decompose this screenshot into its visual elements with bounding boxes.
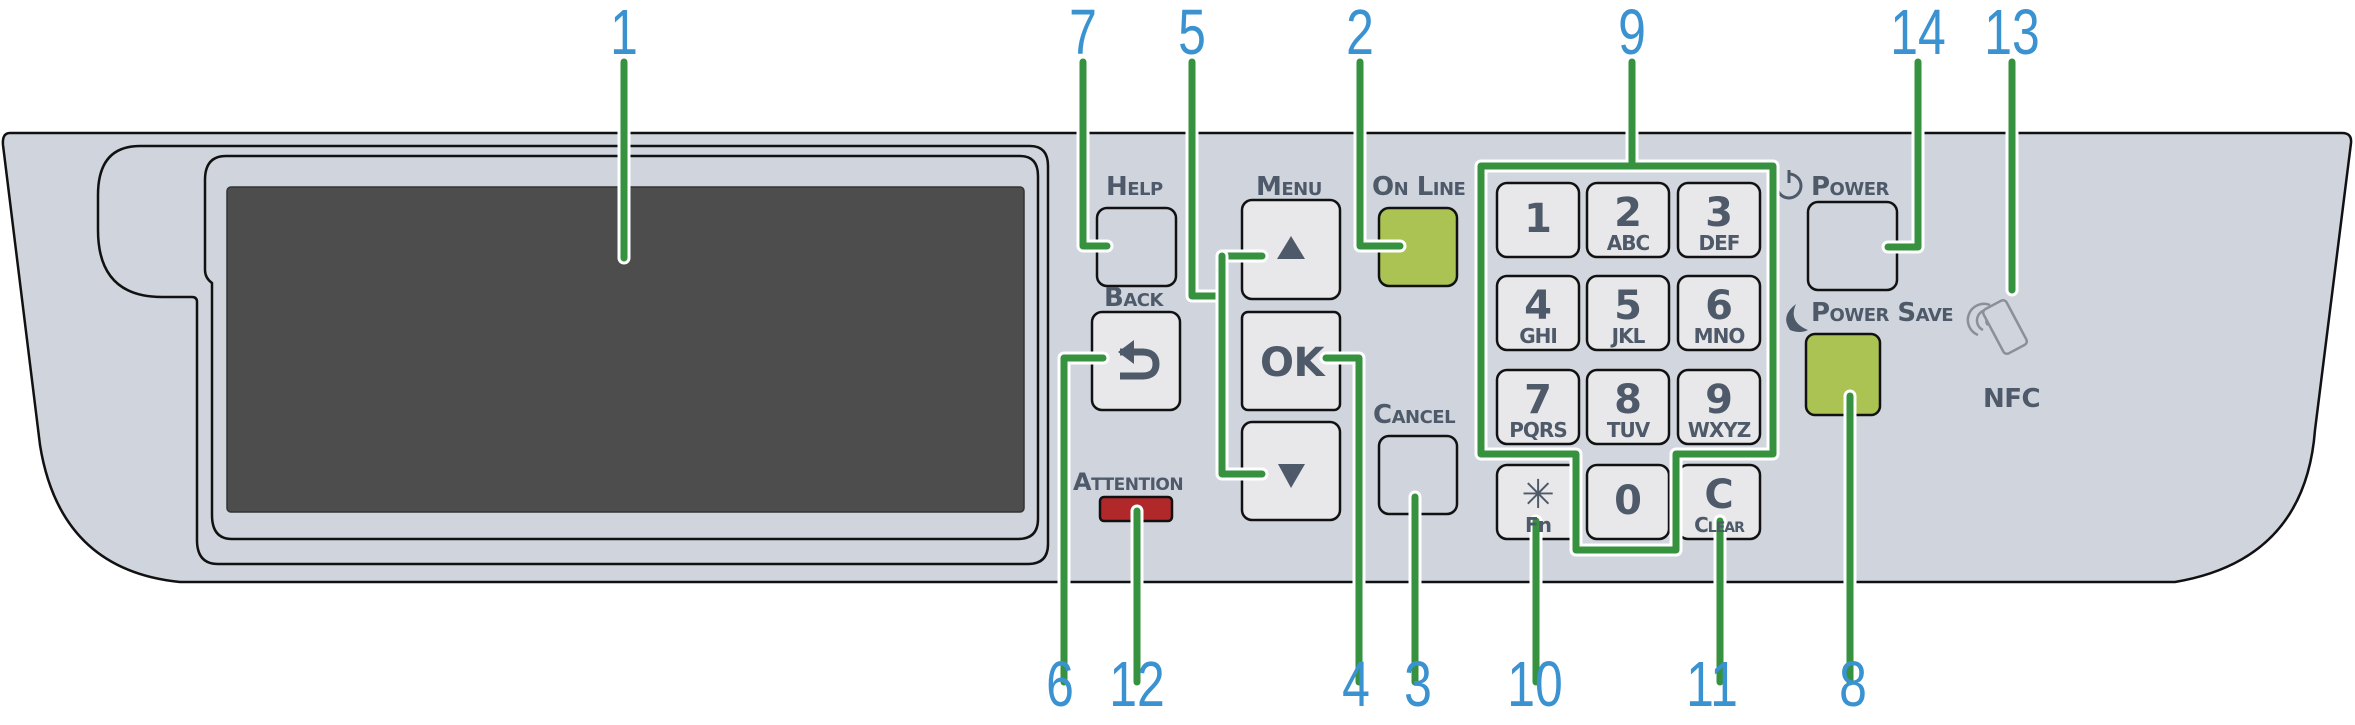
callout-13: 13: [1984, 0, 2040, 68]
keypad-digit: 5: [1614, 283, 1642, 329]
keypad-letters: MNO: [1693, 324, 1746, 348]
keypad-key[interactable]: [1495, 368, 1581, 446]
keypad-letters: ABC: [1606, 231, 1650, 255]
keypad-digit: 2: [1614, 190, 1642, 236]
keypad-key-label: 1: [1497, 199, 1579, 239]
callout-3: 3: [1404, 648, 1432, 720]
leader-line: [1188, 58, 1226, 300]
leader-line: [1218, 252, 1266, 478]
keypad-digit: C: [1704, 472, 1734, 518]
down-arrow-icon: [1278, 464, 1305, 488]
keypad-letters: WXYZ: [1687, 418, 1751, 442]
cancel-label: Cancel: [1373, 400, 1456, 430]
back-arrow-icon: [1120, 348, 1160, 380]
power-label: Power: [1811, 172, 1889, 202]
moon-icon: [1786, 304, 1808, 332]
keypad-digit: 4: [1524, 283, 1552, 329]
callout-4: 4: [1342, 648, 1370, 720]
keypad-key[interactable]: [1676, 368, 1762, 446]
callout-14: 14: [1890, 0, 1946, 68]
callout-11: 11: [1686, 648, 1738, 720]
leader-line: [1322, 354, 1363, 686]
callout-9: 9: [1618, 0, 1646, 68]
keypad-key[interactable]: [1495, 181, 1581, 259]
keypad-key[interactable]: [1676, 274, 1762, 352]
leader-line: [1079, 58, 1111, 250]
callout-10: 10: [1507, 648, 1563, 720]
keypad-letters: DEF: [1698, 231, 1741, 255]
keypad-letters: PQRS: [1509, 418, 1567, 442]
keypad-key-label: 0: [1587, 481, 1669, 521]
help-label: Help: [1106, 172, 1163, 202]
keypad-backplate: [1488, 173, 1768, 548]
nfc-icon: [1966, 298, 2029, 356]
power-save-label: Power Save: [1811, 298, 1954, 328]
keypad-digit: 8: [1614, 377, 1642, 423]
back-label: Back: [1104, 283, 1163, 313]
online-label: On Line: [1372, 172, 1466, 202]
leader-line: [1477, 58, 1777, 554]
menu-label: Menu: [1256, 172, 1322, 202]
keypad-digit: 1: [1524, 196, 1552, 242]
ok-label[interactable]: OK: [1260, 340, 1325, 386]
keypad-letters: Fn: [1525, 513, 1552, 537]
nfc-label: NFC: [1983, 384, 2041, 414]
back-arrow-head: [1118, 340, 1134, 364]
keypad-digit: 9: [1705, 377, 1733, 423]
leader-line: [1060, 354, 1107, 686]
keypad-key[interactable]: [1495, 274, 1581, 352]
callout-2: 2: [1346, 0, 1374, 68]
keypad-digit: 3: [1705, 190, 1733, 236]
callout-6: 6: [1046, 648, 1074, 720]
keypad-letters: TUV: [1606, 418, 1650, 442]
keypad-digit: 6: [1705, 283, 1733, 329]
screen-inner-bezel: [203, 154, 1040, 541]
keypad-letters: GHI: [1519, 324, 1558, 348]
keypad-key-label: ✳Fn: [1497, 475, 1579, 535]
keypad-letters: JKL: [1611, 324, 1646, 348]
keypad-digit: ✳: [1521, 472, 1555, 518]
leader-line: [1356, 58, 1404, 250]
keypad-key[interactable]: [1676, 181, 1762, 259]
leader-line: [1884, 58, 1922, 251]
up-arrow-icon: [1277, 236, 1305, 259]
keypad-letters: Clear: [1694, 513, 1745, 537]
callout-8: 8: [1839, 648, 1867, 720]
keypad-key[interactable]: [1585, 463, 1671, 541]
power-save-button[interactable]: [1804, 332, 1882, 417]
callout-5: 5: [1178, 0, 1206, 68]
screen-outer-bezel: [96, 144, 1050, 566]
callout-1: 1: [610, 0, 638, 68]
keypad-digit: 7: [1524, 377, 1552, 423]
attention-label: Attention: [1073, 468, 1184, 496]
callout-12: 12: [1109, 648, 1165, 720]
callout-7: 7: [1069, 0, 1097, 68]
keypad-key[interactable]: [1585, 368, 1671, 446]
keypad-digit: 0: [1614, 478, 1642, 524]
keypad-key[interactable]: [1585, 274, 1671, 352]
keypad-key[interactable]: [1585, 181, 1671, 259]
